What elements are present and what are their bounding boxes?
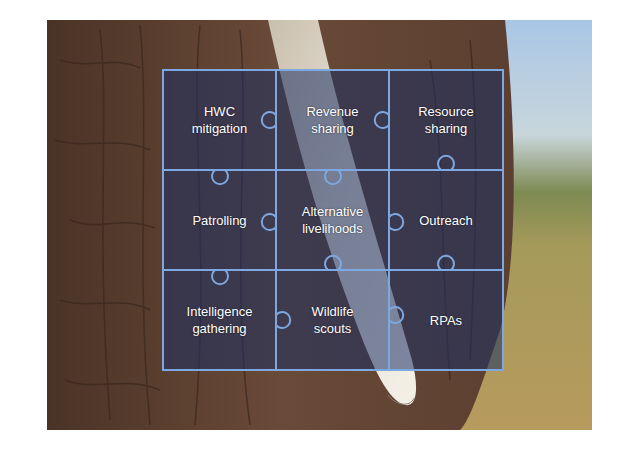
piece-label: Resource sharing xyxy=(408,103,484,137)
puzzle-piece: RPAs xyxy=(389,270,503,370)
puzzle-piece: Revenue sharing xyxy=(276,70,389,170)
puzzle-piece: Outreach xyxy=(389,170,503,270)
puzzle-piece: Alternative livelihoods xyxy=(276,170,389,270)
piece-label: HWC mitigation xyxy=(182,103,258,137)
puzzle-piece: Intelligence gathering xyxy=(163,270,276,370)
piece-label: Alternative livelihoods xyxy=(295,203,371,237)
puzzle-piece: HWC mitigation xyxy=(163,70,276,170)
puzzle-piece: Resource sharing xyxy=(389,70,503,170)
piece-label: Revenue sharing xyxy=(295,103,371,137)
puzzle-piece: Wildlife scouts xyxy=(276,270,389,370)
piece-label: Outreach xyxy=(419,212,472,229)
piece-label: RPAs xyxy=(430,312,462,329)
piece-label: Patrolling xyxy=(192,212,246,229)
piece-label: Intelligence gathering xyxy=(182,303,258,337)
puzzle-piece: Patrolling xyxy=(163,170,276,270)
piece-label: Wildlife scouts xyxy=(295,303,371,337)
puzzle-grid xyxy=(163,70,503,370)
